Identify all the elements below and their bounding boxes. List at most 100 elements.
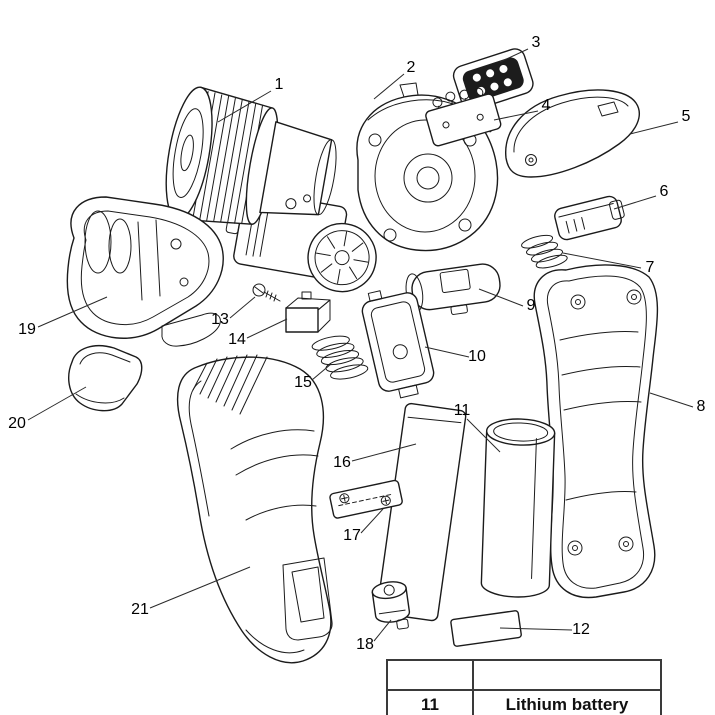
callout-4: 4 — [542, 97, 551, 114]
part-8-bosses — [567, 289, 642, 556]
leader-line-2 — [373, 73, 405, 100]
callout-9: 9 — [527, 297, 536, 314]
leader-line-6 — [613, 195, 657, 210]
part-2-opening — [374, 119, 476, 233]
leader-line-1 — [217, 90, 272, 123]
parts-table: 11 Lithium battery — [386, 659, 662, 715]
leader-line-4 — [493, 110, 539, 121]
part-21-accent-stripes — [230, 429, 319, 654]
part-15-coil — [330, 364, 369, 380]
callout-11: 11 — [454, 402, 471, 419]
part-15-coil — [311, 335, 350, 351]
part-8-ribs — [559, 331, 642, 501]
part-19-inner-wall — [80, 210, 210, 326]
part-1-front-hole — [180, 134, 194, 172]
part-18-lens — [383, 584, 395, 596]
part-9-tab — [450, 304, 468, 315]
callout-1: 1 — [275, 76, 284, 93]
callout-5: 5 — [682, 108, 691, 125]
callout-6: 6 — [660, 183, 669, 200]
part-19-cylinder-arc2 — [108, 218, 132, 274]
leader-line-7 — [562, 252, 642, 269]
part-6-outline — [554, 195, 622, 241]
callout-numbers: 1 2 3 4 5 6 7 8 9 10 11 12 13 14 15 16 1… — [8, 34, 705, 653]
part-21-grip-ribs — [192, 354, 268, 415]
part-13-head — [252, 283, 266, 297]
part-6-tab — [609, 199, 625, 220]
part-18-seam — [378, 609, 406, 615]
callout-3: 3 — [532, 34, 541, 51]
part-14-side — [317, 299, 331, 333]
part-12-pad — [450, 610, 522, 647]
part-5-outline — [505, 89, 640, 178]
part-4-circuit-board — [425, 87, 502, 147]
parts-table-name-cell: Lithium battery — [505, 695, 629, 714]
part-15-coil — [320, 350, 360, 366]
part-8-inner-wall — [546, 275, 647, 589]
leader-line-5 — [629, 121, 679, 135]
part-19-ribs — [137, 219, 189, 301]
part-15-coil — [316, 342, 355, 358]
callout-7: 7 — [646, 259, 655, 276]
part-7-coil — [530, 248, 564, 263]
part-20-outline — [68, 344, 143, 412]
part-18-top — [371, 581, 407, 600]
part-10-inner — [370, 301, 426, 383]
part-20-details — [75, 352, 131, 404]
part-10-hole — [392, 344, 408, 360]
part-14-micro-switch — [285, 291, 331, 333]
part-8-outline — [533, 264, 659, 599]
leader-line-18 — [373, 619, 392, 642]
part-21-inner-contour — [188, 380, 210, 517]
part-4-board-holes — [442, 113, 484, 129]
part-11-top-inner — [493, 422, 549, 442]
part-16-panel — [376, 402, 467, 622]
part-13-shaft — [254, 286, 281, 302]
callout-21: 21 — [131, 601, 149, 618]
leader-line-16 — [351, 443, 417, 462]
part-21-base-pad-inner — [291, 566, 325, 623]
part-13-screw — [252, 283, 281, 302]
part-5-details — [513, 96, 629, 166]
leader-line-3 — [499, 48, 529, 63]
parts-table-row-partial — [388, 661, 660, 691]
part-14-nub — [301, 291, 312, 300]
part-19-outline — [66, 196, 224, 339]
callout-16: 16 — [333, 454, 351, 471]
leader-line-20 — [27, 386, 87, 421]
part-19-cylinder-arc — [84, 210, 112, 274]
part-9-window — [439, 268, 471, 294]
part-21-base-pad — [282, 557, 333, 641]
part-7-coil — [535, 254, 568, 269]
part-19-flap — [161, 312, 221, 347]
part-3-dots — [472, 64, 512, 95]
parts-table-ref-column-divider — [388, 661, 474, 689]
part-3-button-pad — [452, 48, 534, 112]
leader-line-14 — [246, 318, 288, 339]
callout-15: 15 — [294, 374, 312, 391]
callout-20: 20 — [8, 415, 26, 432]
part-20-battery-door — [68, 344, 143, 412]
callout-2: 2 — [407, 59, 416, 76]
parts-table-ref-cell: 11 — [388, 691, 474, 715]
leader-line-11 — [466, 418, 501, 453]
leader-line-12 — [499, 627, 573, 631]
leader-line-8 — [649, 392, 694, 408]
part-7-small-spring — [521, 234, 568, 269]
callout-18: 18 — [356, 636, 374, 653]
parts-table-row: 11 Lithium battery — [388, 691, 660, 715]
leader-line-17 — [360, 508, 384, 534]
part-14-front — [285, 307, 319, 333]
part-9-body — [411, 263, 501, 311]
leader-line-9 — [478, 288, 524, 307]
callout-14: 14 — [228, 331, 246, 348]
leader-line-10 — [424, 346, 470, 358]
part-18-nub — [396, 618, 409, 630]
part-19-rear-housing — [66, 196, 224, 347]
callout-12: 12 — [572, 621, 590, 638]
part-15-spring — [311, 335, 369, 380]
part-11-highlight — [531, 438, 537, 580]
part-1-gearcase-end — [313, 139, 337, 216]
